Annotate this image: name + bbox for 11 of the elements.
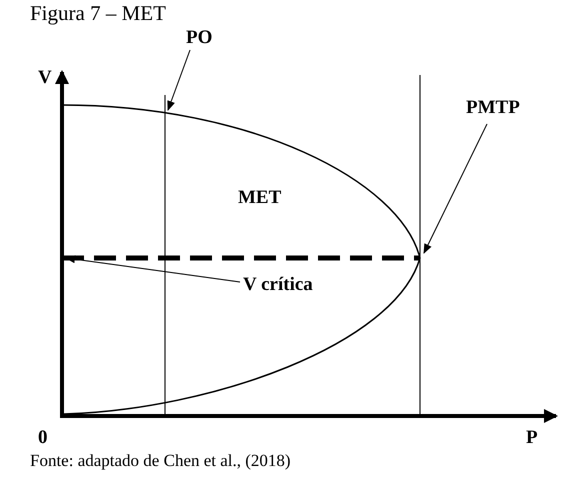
region-label: MET: [238, 188, 282, 209]
callout-label: V crítica: [243, 275, 313, 296]
leader-line: [424, 124, 488, 254]
callout-label: PMTP: [466, 98, 520, 119]
caption: Fonte: adaptado de Chen et al., (2018): [30, 452, 291, 471]
callout-label: PO: [186, 28, 212, 49]
axis-label: P: [526, 428, 538, 449]
title: Figura 7 – MET: [30, 2, 166, 26]
axis-label: V: [38, 68, 52, 89]
leader-line: [167, 50, 190, 111]
axis-label: 0: [38, 428, 48, 449]
